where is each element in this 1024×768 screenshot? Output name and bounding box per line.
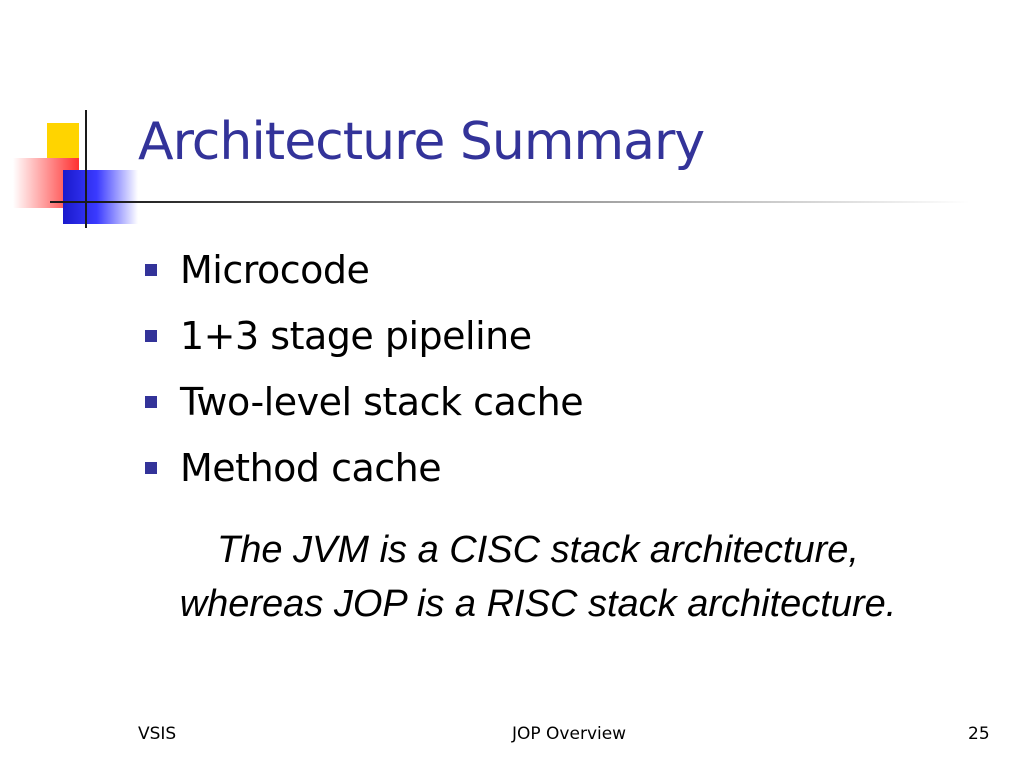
blue-square-shape: [63, 170, 138, 224]
summary-note-line-2: whereas JOP is a RISC stack architecture…: [179, 583, 897, 625]
title-underline-rule: [50, 201, 970, 203]
square-bullet-icon: [145, 330, 157, 342]
decorative-squares-logo: [0, 0, 170, 240]
footer-page-number: 25: [968, 724, 990, 744]
bullet-item: 1+3 stage pipeline: [145, 303, 583, 369]
bullet-text: 1+3 stage pipeline: [180, 314, 532, 358]
bullet-item: Two-level stack cache: [145, 369, 584, 435]
vertical-rule: [85, 110, 87, 228]
bullet-text: Method cache: [180, 446, 442, 490]
square-bullet-icon: [145, 264, 157, 276]
square-bullet-icon: [145, 462, 157, 474]
bullet-text: Microcode: [180, 248, 370, 292]
bullet-text: Two-level stack cache: [180, 380, 584, 424]
slide-title: Architecture Summary: [138, 112, 705, 172]
summary-note-line-1: The JVM is a CISC stack architecture,: [217, 529, 859, 571]
footer-presentation-title: JOP Overview: [512, 724, 627, 744]
square-bullet-icon: [145, 396, 157, 408]
bullet-item: Method cache: [145, 435, 583, 501]
summary-note: The JVM is a CISC stack architecture, wh…: [0, 523, 1024, 631]
footer-organization: VSIS: [138, 724, 177, 744]
bullet-list: Microcode 1+3 stage pipeline Two-level s…: [145, 237, 584, 501]
bullet-item: Microcode: [145, 237, 583, 303]
